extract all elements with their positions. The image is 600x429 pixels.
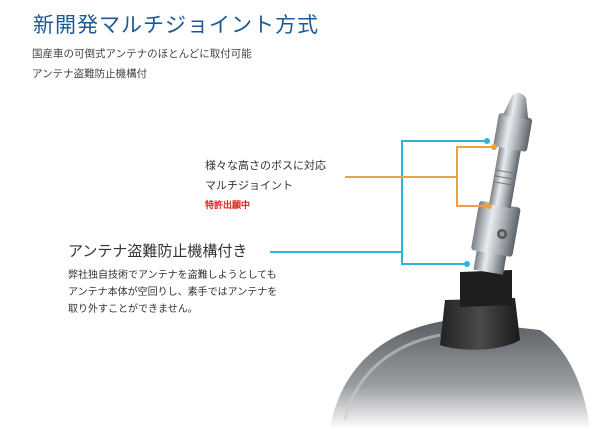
anti-theft-description: アンテナ本体が空回りし、素手ではアンテナを [68,287,278,298]
anti-theft-description: 取り外すことができません。 [68,304,198,315]
page-title: 新開発マルチジョイント方式 [33,13,319,37]
patent-pending-badge: 特許出願中 [205,201,251,211]
mount-base [330,270,590,429]
antenna-joint [471,92,533,275]
blue-leader-line [270,140,487,265]
orange-leader-line [345,146,494,207]
subtitle-line: アンテナ盗難防止機構付 [32,68,148,80]
joint-callout-text: マルチジョイント [205,179,293,192]
anti-theft-heading: アンテナ盗難防止機構付き [68,242,248,260]
anti-theft-description: 弊社独自技術でアンテナを盗難しようとしても [68,270,277,281]
subtitle-line: 国産車の可倒式アンテナのほとんどに取付可能 [32,48,252,60]
joint-callout-text: 様々な高さのボスに対応 [205,159,326,172]
